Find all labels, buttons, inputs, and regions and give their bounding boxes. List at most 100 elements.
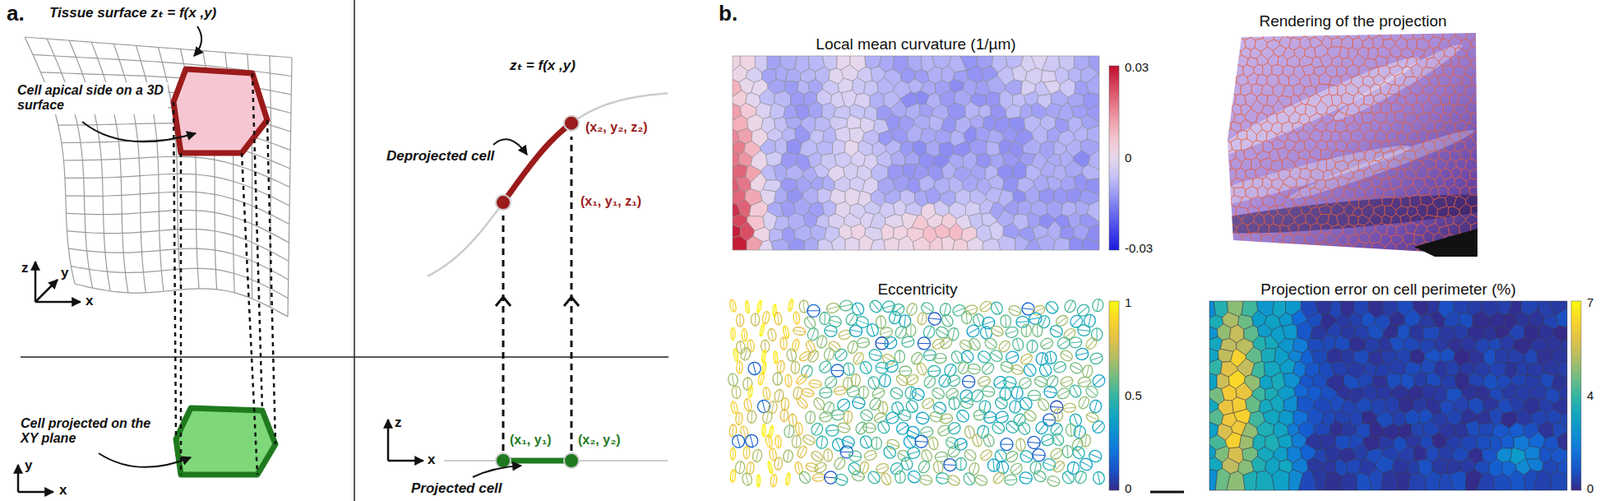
major-axis	[904, 457, 910, 470]
major-axis	[758, 474, 759, 487]
ellipse	[1066, 460, 1081, 476]
major-axis	[855, 303, 861, 315]
ellipse	[1021, 323, 1032, 338]
cell-ellipse	[756, 300, 763, 314]
ellipse	[1085, 411, 1101, 425]
cell-ellipse	[795, 421, 804, 435]
major-axis	[1097, 471, 1101, 485]
major-axis	[885, 447, 893, 458]
major-axis	[1021, 308, 1035, 310]
cell-ellipse	[905, 301, 920, 318]
callout-arrow	[82, 121, 196, 142]
major-axis	[1060, 379, 1073, 384]
ellipse	[875, 418, 892, 435]
cell-ellipse	[983, 410, 998, 424]
cell-ellipse	[809, 448, 825, 463]
cell-ellipse	[954, 407, 972, 425]
cell-ellipse	[1031, 303, 1046, 317]
cell-ellipse	[735, 411, 744, 426]
cell-ellipse	[838, 299, 854, 313]
ellipse	[1035, 396, 1051, 412]
cell-ellipse	[947, 327, 960, 342]
ellipse	[756, 300, 763, 314]
major-axis	[795, 434, 797, 448]
major-axis	[826, 430, 839, 431]
ellipse	[732, 348, 739, 362]
major-axis	[943, 303, 948, 316]
ellipse	[727, 372, 740, 387]
cell-ellipse	[1051, 458, 1068, 474]
ellipse	[982, 335, 999, 352]
ellipse	[1080, 433, 1092, 447]
ellipse	[981, 385, 996, 398]
cell-ellipse	[1059, 468, 1077, 486]
ellipse	[734, 460, 745, 475]
cell	[1005, 104, 1021, 120]
major-axis	[786, 449, 789, 463]
major-axis	[732, 401, 736, 414]
major-axis	[1094, 376, 1104, 385]
cell	[1294, 383, 1309, 398]
cell-ellipse	[927, 435, 940, 451]
ellipse	[762, 410, 773, 425]
ellipse	[885, 437, 901, 451]
ellipse	[735, 411, 744, 426]
cell	[732, 235, 747, 250]
cell-ellipse	[817, 358, 834, 375]
cell-ellipse	[887, 460, 905, 477]
callout-arrow	[493, 138, 528, 155]
cell-ellipse	[1062, 326, 1078, 342]
major-axis	[885, 338, 896, 347]
ellipse	[770, 473, 778, 487]
major-axis	[933, 389, 944, 397]
major-axis	[827, 305, 840, 310]
major-axis	[952, 397, 955, 410]
ellipse	[792, 325, 807, 336]
major-axis	[786, 472, 789, 486]
ellipse	[1062, 298, 1078, 315]
cell-ellipse	[747, 384, 754, 398]
cell-ellipse	[1085, 411, 1101, 425]
major-axis	[953, 351, 960, 363]
cell-ellipse	[792, 311, 800, 325]
major-axis	[876, 466, 888, 471]
cell-ellipse	[730, 400, 740, 414]
cell-ellipse	[936, 372, 953, 389]
major-axis	[1058, 389, 1069, 396]
major-axis	[799, 446, 805, 458]
major-axis	[856, 319, 869, 324]
ellipse	[785, 472, 791, 486]
ellipse	[743, 445, 750, 458]
cell-ellipse	[1000, 437, 1013, 450]
major-axis	[1033, 307, 1046, 313]
cell	[804, 236, 819, 250]
cell-ellipse	[966, 363, 981, 375]
cell-ellipse	[897, 407, 913, 423]
ellipse	[764, 434, 773, 448]
major-axis	[744, 347, 748, 361]
major-axis	[1081, 397, 1087, 409]
cell-ellipse	[915, 361, 929, 377]
major-axis	[782, 337, 785, 350]
major-axis	[1008, 308, 1021, 313]
cell	[818, 238, 834, 250]
ellipse	[846, 459, 863, 477]
ellipse	[808, 379, 822, 389]
major-axis	[1050, 328, 1063, 334]
cell-ellipse	[882, 334, 899, 352]
cell-ellipse	[730, 447, 736, 460]
cell-ellipse	[1049, 430, 1066, 448]
major-axis	[924, 449, 930, 462]
cell	[1068, 236, 1083, 250]
major-axis	[937, 328, 948, 336]
major-axis	[982, 390, 995, 393]
ellipse	[747, 384, 754, 398]
ellipse	[831, 408, 845, 421]
ellipse	[980, 314, 997, 330]
ellipse	[1032, 374, 1049, 389]
ellipse	[855, 336, 870, 349]
major-axis	[880, 315, 882, 329]
ellipse	[815, 334, 828, 350]
cell-ellipse	[964, 323, 981, 340]
ellipse	[730, 447, 736, 460]
